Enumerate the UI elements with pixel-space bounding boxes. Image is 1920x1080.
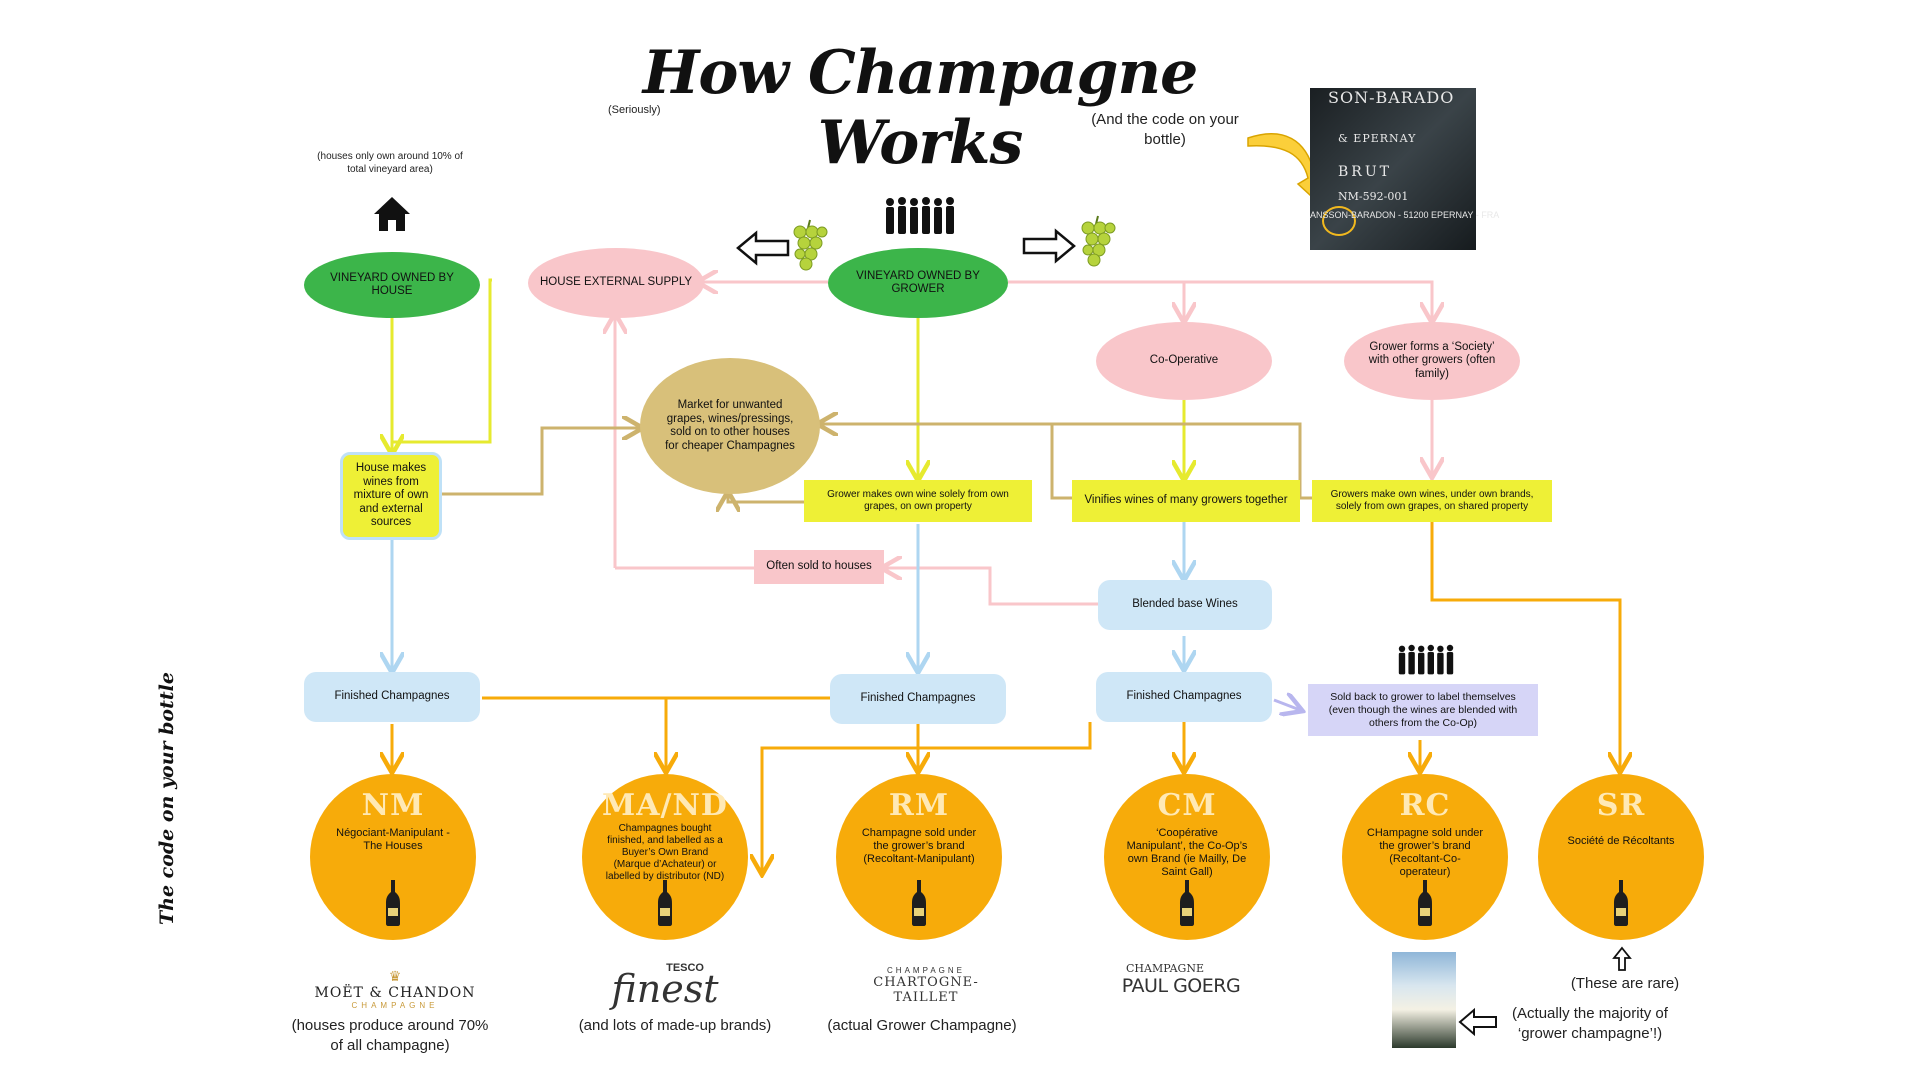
chartogne-top: CHAMPAGNE <box>887 966 965 975</box>
grapes-icon <box>793 219 828 271</box>
vertical-label: The code on your bottle <box>156 672 178 925</box>
code-label: NM <box>361 788 425 823</box>
finest-name: finest <box>611 967 719 1011</box>
caption-ma-nd: (and lots of made-up brands) <box>578 1017 772 1034</box>
moet-logo: ♛ MOËT & CHANDON CHAMPAGNE <box>300 968 490 1010</box>
subtitle: (Seriously) <box>608 104 661 116</box>
finished-champagnes-coop: Finished Champagnes <box>1096 672 1272 722</box>
code-label: SR <box>1596 788 1646 823</box>
code-label: MA/ND <box>602 788 728 823</box>
vinifies-many: Vinifies wines of many growers together <box>1072 480 1300 522</box>
houses-own-note: (houses only own around 10% of total vin… <box>317 151 463 175</box>
crown-icon: ♛ <box>388 968 402 984</box>
goerg-name: PAUL GOERG <box>1121 975 1241 997</box>
moet-sub: CHAMPAGNE <box>351 1001 439 1010</box>
code-note: (And the code on your bottle) <box>1091 111 1239 148</box>
people-icon <box>886 197 954 234</box>
co-operative: Co-Operative <box>1096 322 1272 400</box>
house-external-supply: HOUSE EXTERNAL SUPPLY <box>528 248 704 318</box>
caption-sr: (These are rare) <box>1570 975 1680 992</box>
house-makes-wines: House makes wines from mixture of own an… <box>340 452 442 540</box>
moet-name: MOËT & CHANDON <box>314 985 476 1001</box>
bottle-icon <box>658 880 672 926</box>
code-desc: Négociant-Manipulant - The Houses <box>336 827 450 852</box>
market-unwanted: Market for unwanted grapes, wines/pressi… <box>640 358 820 494</box>
tesco-finest-logo: TESCO finest <box>600 962 730 1011</box>
page-title: How Champagne Works <box>642 38 1199 178</box>
chartogne-name: CHARTOGNE-TAILLET <box>873 975 979 1005</box>
code-desc: ‘Coopérative Manipulant’, the Co-Op’s ow… <box>1126 827 1248 878</box>
caption-rc: (Actually the majority of ‘grower champa… <box>1512 1005 1668 1042</box>
code-rm: RM Champagne sold under the grower’s bra… <box>836 774 1002 940</box>
pointing-arrow-icon <box>1458 1007 1497 1037</box>
label-line2: & EPERNAY <box>1338 132 1417 145</box>
tesco-name: TESCO <box>666 962 704 974</box>
bottle-label-photo: SON-BARADO & EPERNAY BRUT NM-592-001 ANS… <box>1310 88 1499 250</box>
label-line1: SON-BARADO <box>1328 88 1455 107</box>
arrow-left-icon <box>736 230 790 266</box>
vineyard-owned-by-grower: VINEYARD OWNED BY GROWER <box>828 248 1008 318</box>
grower-makes-own: Grower makes own wine solely from own gr… <box>804 480 1032 522</box>
code-desc: Société de Récoltants <box>1567 835 1675 847</box>
finished-champagnes-grower: Finished Champagnes <box>830 674 1006 724</box>
grapes-icon <box>1081 215 1116 267</box>
code-nm: NM Négociant-Manipulant - The Houses <box>310 774 476 940</box>
code-label: RM <box>888 788 950 823</box>
house-icon <box>374 197 410 231</box>
people-icon <box>1398 644 1454 675</box>
bottle-icon <box>386 880 400 926</box>
code-ma-nd: MA/ND Champagnes bought finished, and la… <box>582 774 748 940</box>
vineyard-owned-by-house: VINEYARD OWNED BY HOUSE <box>304 252 480 318</box>
paul-goerg-logo: CHAMPAGNE PAUL GOERG <box>1116 962 1246 997</box>
bottle-photo <box>1392 952 1456 1048</box>
grower-society: Grower forms a ‘Society’ with other grow… <box>1344 322 1520 400</box>
often-sold-to-houses: Often sold to houses <box>754 550 884 584</box>
blended-base-wines: Blended base Wines <box>1098 580 1272 630</box>
highlight-circle <box>1322 206 1356 236</box>
caption-rm: (actual Grower Champagne) <box>827 1017 1017 1034</box>
code-sr: SR Société de Récoltants <box>1538 774 1704 940</box>
bottle-icon <box>1180 880 1194 926</box>
label-line4: NM-592-001 <box>1338 190 1409 203</box>
code-cm: CM ‘Coopérative Manipulant’, the Co-Op’s… <box>1104 774 1270 940</box>
caption-nm: (houses produce around 70% of all champa… <box>291 1017 489 1054</box>
code-desc: CHampagne sold under the grower’s brand … <box>1366 827 1484 878</box>
code-desc: Champagnes bought finished, and labelled… <box>605 823 725 882</box>
arrow-up-icon <box>1612 946 1632 971</box>
code-label: CM <box>1157 788 1217 823</box>
goerg-top: CHAMPAGNE <box>1126 962 1204 975</box>
code-label: RC <box>1399 788 1451 823</box>
code-rc: RC CHampagne sold under the grower’s bra… <box>1342 774 1508 940</box>
chartogne-taillet-logo: CHAMPAGNE CHARTOGNE-TAILLET <box>846 966 1006 1005</box>
code-desc: Champagne sold under the grower’s brand … <box>861 827 977 865</box>
bottle-icon <box>1614 880 1628 926</box>
finished-champagnes-house: Finished Champagnes <box>304 672 480 722</box>
bottle-icon <box>1418 880 1432 926</box>
label-line3: BRUT <box>1338 164 1392 180</box>
growers-make-own: Growers make own wines, under own brands… <box>1312 480 1552 522</box>
sold-back-to-grower: Sold back to grower to label themselves … <box>1308 684 1538 736</box>
label-line5: ANSSON-BARADON - 51200 EPERNAY - FRA <box>1310 210 1500 220</box>
arrow-right-icon <box>1022 228 1076 264</box>
bottle-icon <box>912 880 926 926</box>
